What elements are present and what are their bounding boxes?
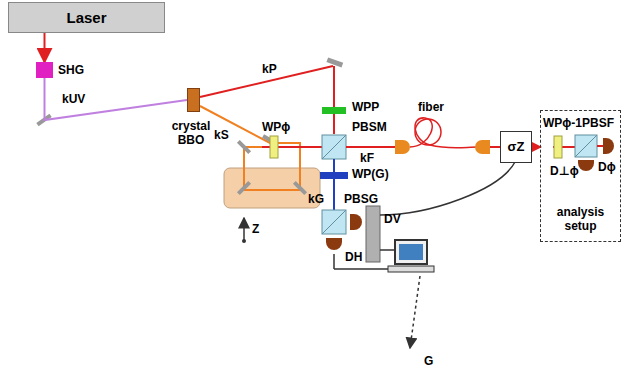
part-label: Dϕ [598,160,616,174]
beam-connector [532,146,540,148]
beam-connector [44,33,46,62]
part-label: WPP [352,100,379,114]
part-label: fiber [418,100,444,114]
sigma-z-box: σZ [500,131,532,163]
node-label: crystal BBO [166,119,216,147]
part-label: G [424,354,433,368]
laser-box: Laser [8,2,165,33]
part-label: kF [360,151,374,165]
beam-connector [45,78,188,120]
part-label: D⊥ϕ [550,164,579,178]
part-label: kP [262,62,277,76]
bbo-crystal: crystal BBO [187,88,200,112]
part-label: PBSF [582,116,614,130]
part-label: DH [345,250,362,264]
part-label: DV [384,212,401,226]
part-label: kUV [62,92,85,106]
node-label: Laser [66,11,106,25]
node-label: σZ [508,140,525,154]
part-label: Z [252,222,259,236]
node-label: analysis setup [544,205,617,233]
part-label: WP(G) [352,167,389,181]
shg-crystal: SHG [36,62,53,78]
part-label: WPϕ-1 [543,116,582,130]
part-label: PBSG [344,192,378,206]
part-label: kG [308,192,324,206]
part-label: PBSM [352,120,387,134]
part-label: WPϕ [262,120,290,134]
node-label: SHG [58,63,84,77]
part-label: kS [214,128,229,142]
